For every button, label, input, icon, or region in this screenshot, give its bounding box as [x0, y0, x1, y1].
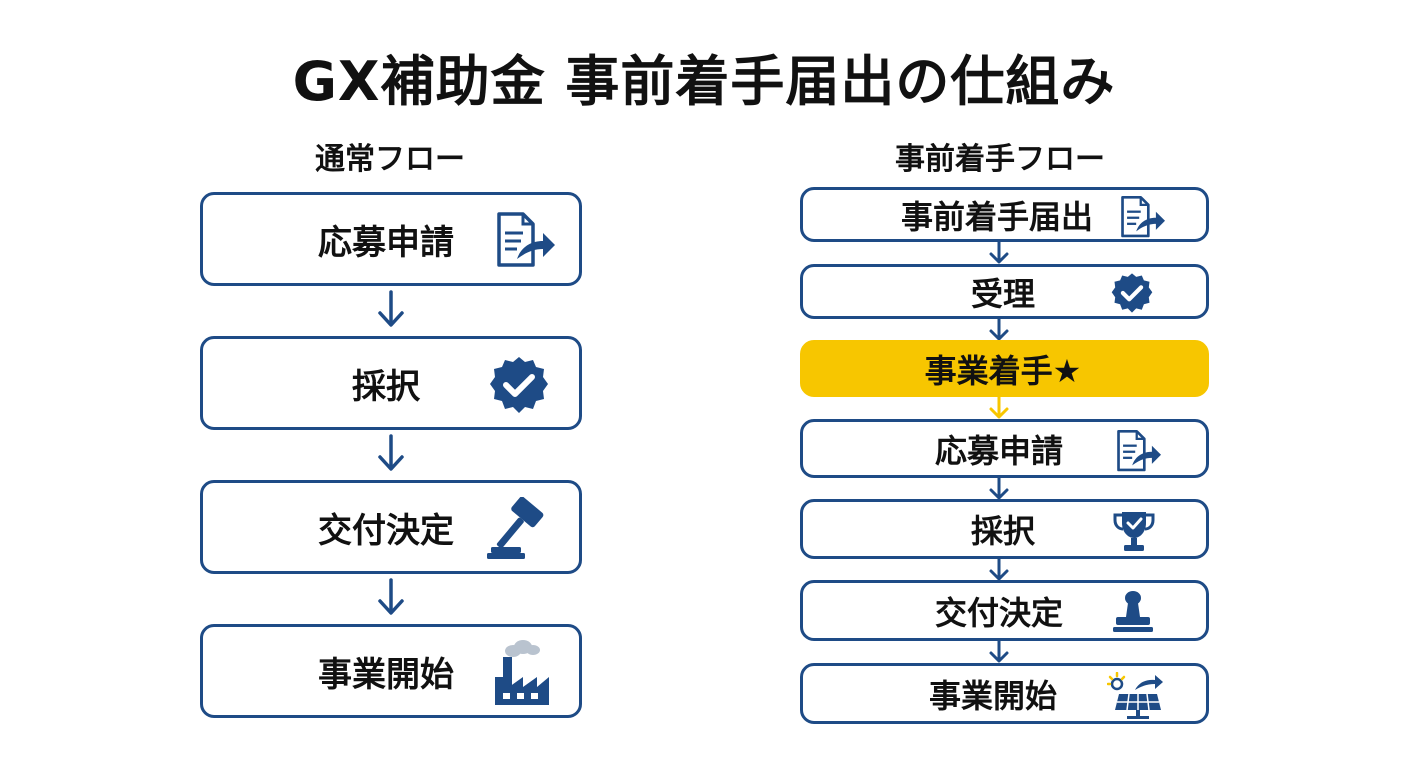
- page-title: GX補助金 事前着手届出の仕組み: [292, 50, 1116, 113]
- step-label: 事前着手届出: [900, 197, 1094, 236]
- step-label: 採択: [352, 366, 420, 407]
- document-send-icon: [495, 211, 557, 273]
- step-label: 事業着手★: [924, 351, 1082, 390]
- flow-arrow-icon: [378, 578, 404, 615]
- left-step-business-start: 事業開始: [200, 624, 582, 718]
- right-step-business-start: 事業開始: [800, 663, 1209, 724]
- verified-badge-icon: [1111, 272, 1153, 318]
- verified-badge-icon: [489, 355, 549, 419]
- step-label: 事業開始: [928, 676, 1058, 715]
- flow-arrow-icon: [989, 241, 1009, 264]
- step-label: 交付決定: [318, 510, 454, 551]
- right-step-adoption: 採択: [800, 499, 1209, 559]
- step-label: 採択: [970, 512, 1036, 550]
- factory-icon: [489, 637, 555, 713]
- document-send-icon: [1119, 195, 1167, 243]
- stamp-icon: [1111, 589, 1155, 639]
- gavel-icon: [485, 496, 557, 565]
- right-step-grant-decision: 交付決定: [800, 580, 1209, 641]
- flow-arrow-icon: [989, 640, 1009, 663]
- right-flow-heading: 事前着手フロー: [895, 142, 1105, 177]
- trophy-icon: [1111, 509, 1157, 557]
- step-label: 事業開始: [318, 654, 454, 695]
- step-label: 交付決定: [934, 593, 1064, 632]
- flow-arrow-icon: [989, 477, 1009, 500]
- step-label: 応募申請: [318, 222, 454, 263]
- step-label: 受理: [970, 274, 1036, 313]
- left-flow-heading: 通常フロー: [315, 142, 465, 177]
- right-step-business-start-star: 事業着手★: [800, 340, 1209, 397]
- left-step-apply: 応募申請: [200, 192, 582, 286]
- solar-panel-icon: [1106, 671, 1165, 724]
- left-step-adoption: 採択: [200, 336, 582, 430]
- flow-arrow-icon: [378, 290, 404, 327]
- flow-arrow-icon: [378, 434, 404, 471]
- right-step-acceptance: 受理: [800, 264, 1209, 319]
- right-step-prior-notice: 事前着手届出: [800, 187, 1209, 242]
- left-step-grant-decision: 交付決定: [200, 480, 582, 574]
- step-label: 応募申請: [934, 431, 1064, 470]
- document-send-icon: [1115, 429, 1163, 477]
- flow-arrow-icon: [989, 558, 1009, 581]
- flow-arrow-icon: [989, 318, 1009, 341]
- flow-arrow-icon: [989, 396, 1009, 419]
- right-step-apply: 応募申請: [800, 419, 1209, 478]
